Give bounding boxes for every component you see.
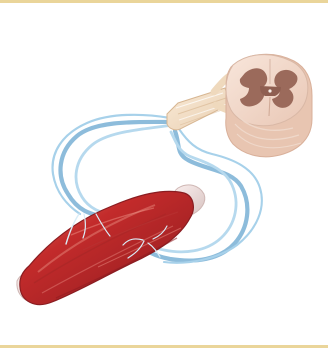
skeletal-muscle: [17, 185, 205, 305]
central-canal: [268, 89, 271, 92]
spinal-cord-section: [226, 54, 312, 156]
skeletal-muscle-icon: [20, 191, 194, 304]
